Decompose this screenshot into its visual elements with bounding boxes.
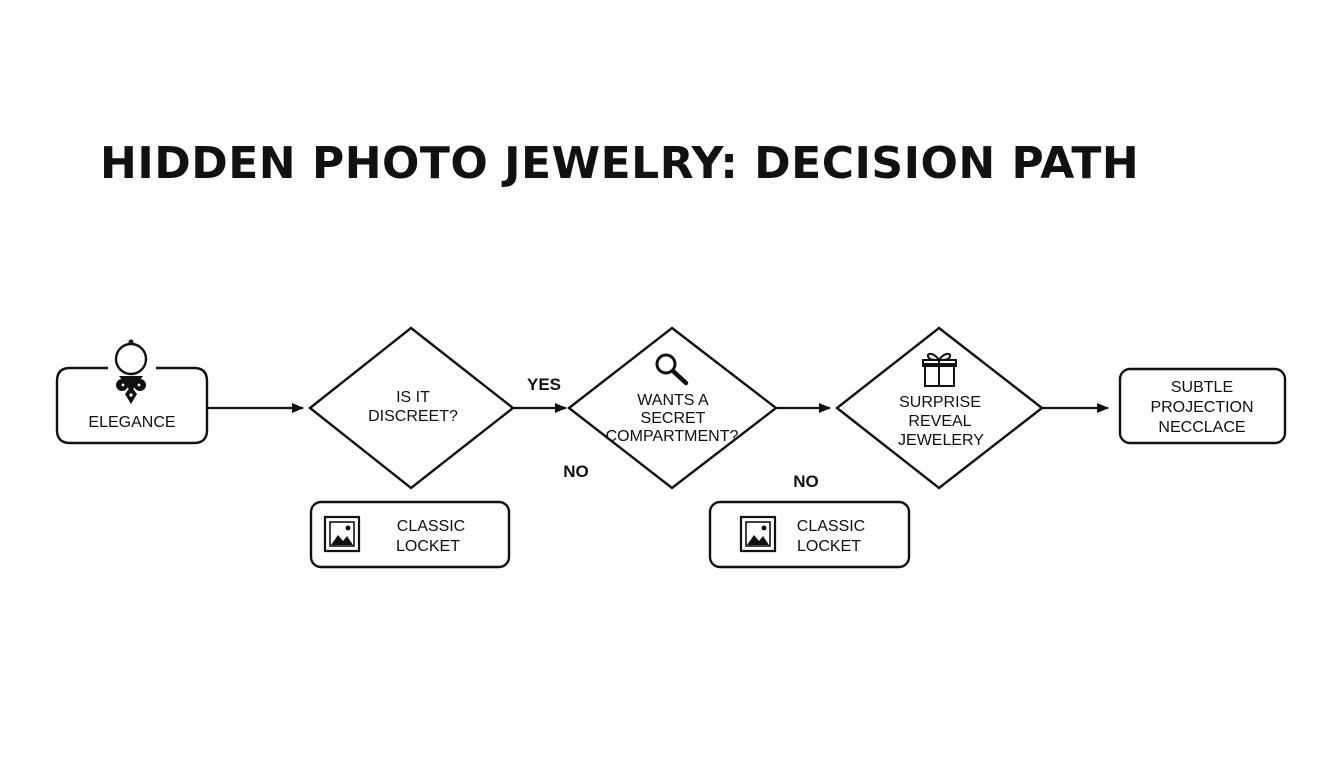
edge-label-no-1: NO (563, 462, 589, 481)
decision-compartment-line-1: WANTS A (637, 392, 709, 409)
locket-1-line-1: CLASSIC (397, 518, 465, 535)
classic-locket-node-2[interactable]: CLASSIC LOCKET (708, 500, 911, 569)
end-node[interactable]: SUBTLE PROJECTION NECCLACE (1118, 367, 1287, 445)
necklace-pendant-icon (114, 339, 148, 404)
decision-discreet[interactable]: IS IT DISCREET? (308, 326, 515, 490)
classic-locket-node-1[interactable]: CLASSIC LOCKET (309, 500, 511, 569)
photo-icon (739, 515, 777, 553)
decision-compartment[interactable]: WANTS A SECRET COMPARTMENT? (567, 326, 778, 490)
start-node-box (55, 366, 209, 445)
decision-surprise-line-3: JEWELERY (898, 432, 984, 449)
page-title: HIDDEN PHOTO JEWELRY: DECISION PATH (100, 138, 1140, 189)
magnifier-icon (655, 353, 689, 386)
end-node-line-1: SUBTLE (1171, 379, 1233, 396)
start-node-label: ELEGANCE (88, 414, 175, 431)
decision-surprise-line-2: REVEAL (908, 413, 971, 430)
decision-compartment-line-2: SECRET (641, 410, 706, 427)
end-node-box (1118, 367, 1287, 445)
decision-compartment-diamond (567, 326, 778, 490)
end-node-line-3: NECCLACE (1158, 419, 1245, 436)
locket-1-line-2: LOCKET (396, 538, 460, 555)
decision-surprise-diamond (835, 326, 1044, 490)
photo-icon (323, 515, 361, 553)
edge-label-yes: YES (527, 375, 561, 394)
decision-discreet-diamond (308, 326, 515, 490)
decision-discreet-line-1: IS IT (396, 389, 430, 406)
locket-2-line-2: LOCKET (797, 538, 861, 555)
gift-icon (922, 352, 957, 387)
edge-label-no-2: NO (793, 472, 819, 491)
locket-1-box (309, 500, 511, 569)
decision-surprise-line-1: SURPRISE (899, 394, 981, 411)
decision-compartment-line-3: COMPARTMENT? (606, 428, 739, 445)
end-node-line-2: PROJECTION (1150, 399, 1253, 416)
decision-discreet-line-2: DISCREET? (368, 408, 458, 425)
start-node[interactable]: ELEGANCE (55, 339, 209, 445)
decision-surprise[interactable]: SURPRISE REVEAL JEWELERY (835, 326, 1044, 490)
locket-2-line-1: CLASSIC (797, 518, 865, 535)
